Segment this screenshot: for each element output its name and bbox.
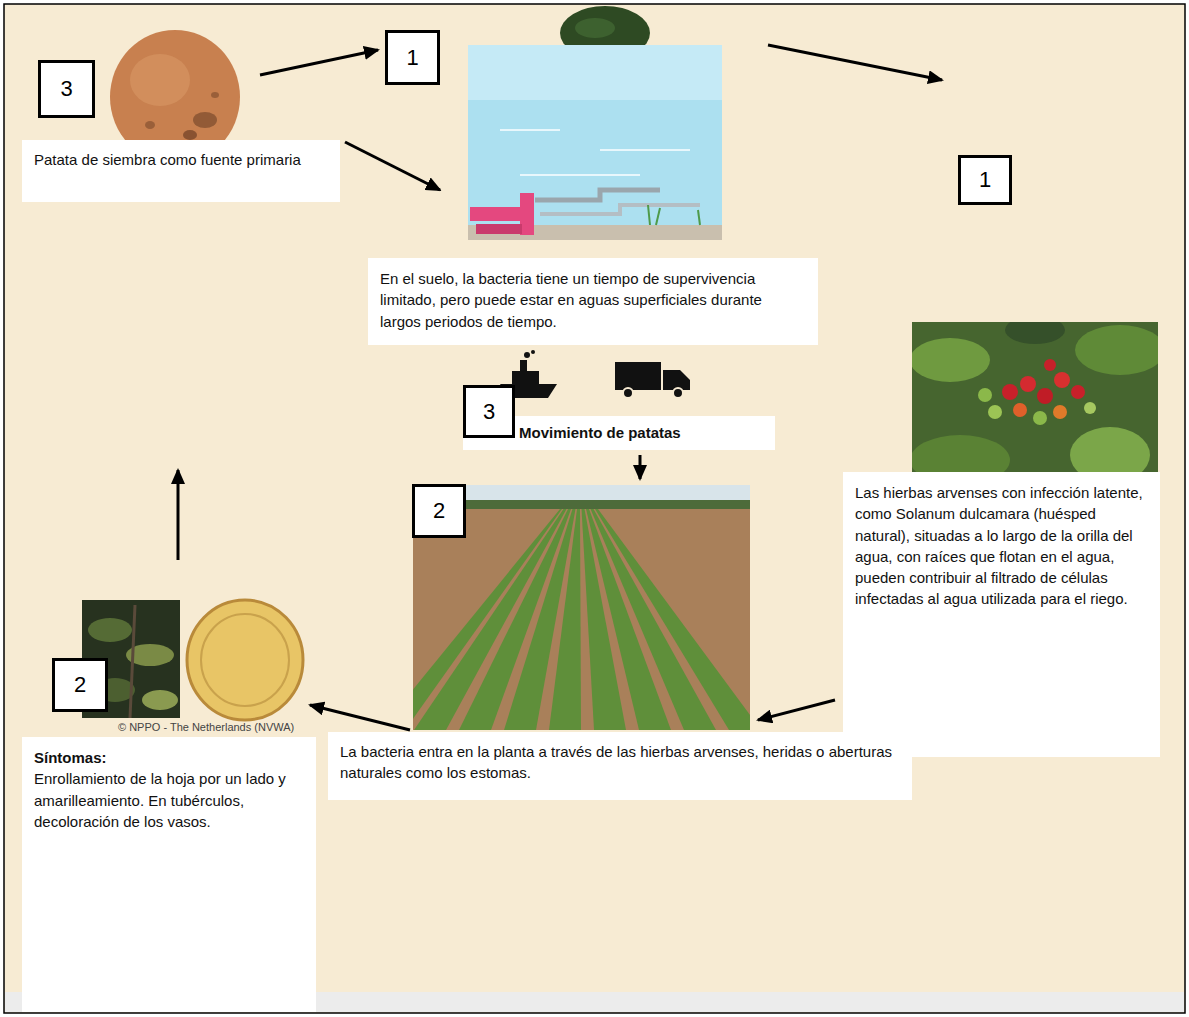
- flow-arrow: [260, 50, 378, 75]
- flow-arrow: [639, 455, 642, 479]
- water-picture: [468, 6, 722, 240]
- weed-berries-picture-part: [1084, 402, 1096, 414]
- symptom-pictures-part-part: [130, 605, 135, 718]
- callout-number: 3: [463, 385, 515, 438]
- water-picture-part: [476, 224, 522, 234]
- box-text: Las hierbas arvenses con infección laten…: [855, 482, 1148, 610]
- potato-field-picture-part: [413, 509, 562, 730]
- water-picture-part: [698, 210, 700, 225]
- weed-berries-picture-part: [912, 338, 990, 382]
- callout-number: 2: [52, 658, 108, 712]
- water-picture-part: [575, 18, 615, 38]
- source-box: Patata de siembra como fuente primaria: [22, 140, 340, 202]
- potato-field-picture: [413, 485, 750, 730]
- transport-icons-part: [663, 370, 690, 390]
- seed-potato-picture-part: [211, 92, 219, 98]
- water-picture-part: [468, 225, 722, 240]
- flow-arrow: [177, 470, 180, 560]
- water-picture-part: [468, 45, 722, 240]
- weed-berries-picture-part: [1033, 411, 1047, 425]
- weed-berries-picture-part: [1054, 372, 1070, 388]
- symptom-pictures-part-part: [88, 618, 132, 642]
- symptom-pictures-part: [201, 614, 289, 706]
- transport-icons-part: [673, 388, 683, 398]
- transport-icons-part: [615, 362, 661, 390]
- flow-arrow: [758, 700, 835, 720]
- symptom-box: Síntomas:Enrollamiento de la hoja por un…: [22, 737, 316, 1012]
- symptom-pictures-part: [187, 600, 303, 720]
- seed-potato-picture-part: [130, 54, 190, 106]
- credit-note: © NPPO - The Netherlands (NVWA): [118, 721, 294, 734]
- transport-icons-part: [524, 352, 530, 358]
- potato-field-picture-part: [549, 509, 581, 730]
- symptom-pictures-part: [82, 600, 305, 720]
- weed-berries-picture-part: [1044, 359, 1056, 371]
- weed-berries-picture: [912, 322, 1158, 488]
- callout-number: 1: [958, 155, 1012, 205]
- water-picture-part: [520, 174, 640, 176]
- box-text: Enrollamiento de la hoja por un lado y a…: [34, 768, 304, 832]
- water-picture-part: [535, 190, 660, 200]
- flow-arrow: [345, 142, 440, 190]
- box-text: Patata de siembra como fuente primaria: [34, 149, 328, 170]
- transport-icons: [500, 350, 690, 398]
- water-picture-part: [600, 149, 690, 151]
- weed-berries-picture-part: [978, 388, 992, 402]
- stage-box: En el suelo, la bacteria tiene un tiempo…: [368, 258, 818, 345]
- water-picture-part: [520, 193, 534, 235]
- weed-berries-picture-part: [1053, 405, 1067, 419]
- transport-icons-part: [531, 350, 535, 354]
- stage-box: Las hierbas arvenses con infección laten…: [843, 472, 1160, 757]
- weed-berries-picture-part: [1002, 384, 1018, 400]
- weed-berries-picture-part: [1071, 385, 1085, 399]
- seed-potato-picture-part: [145, 121, 155, 129]
- water-picture-part: [540, 205, 700, 214]
- callout-number: 2: [412, 484, 466, 538]
- seed-potato-picture-part: [193, 112, 217, 128]
- transport-icons-part: [500, 356, 690, 398]
- weed-berries-picture-part: [1005, 322, 1065, 344]
- seed-potato-picture-part: [183, 130, 197, 140]
- flow-arrow: [310, 705, 410, 730]
- stage-box: La bacteria entra en la planta a través …: [328, 732, 912, 800]
- callout-number: 3: [38, 60, 95, 118]
- potato-field-picture-part: [586, 509, 671, 730]
- potato-field-picture-part: [595, 509, 750, 730]
- frame: [4, 4, 1185, 1013]
- weed-berries-picture-part: [1037, 388, 1053, 404]
- box-heading: Síntomas:: [34, 747, 304, 768]
- water-picture-part: [656, 208, 660, 225]
- transport-icons-part: [512, 371, 539, 384]
- weed-berries-picture-part: [988, 405, 1002, 419]
- box-text: Movimiento de patatas: [519, 422, 765, 443]
- transport-icons-part: [623, 388, 633, 398]
- symptom-pictures: [82, 600, 305, 720]
- water-picture-part: [468, 100, 722, 225]
- potato-field-picture-part: [413, 485, 750, 730]
- water-picture-part: [648, 205, 650, 225]
- flow-arrow: [768, 45, 942, 80]
- weed-berries-picture-part: [1020, 376, 1036, 392]
- potato-field-picture-part: [591, 509, 717, 730]
- symptom-pictures-part-part: [142, 690, 178, 710]
- box-text: En el suelo, la bacteria tiene un tiempo…: [380, 268, 806, 332]
- water-picture-part: [500, 129, 560, 131]
- transport-icons-part: [520, 360, 527, 371]
- callout-number: 1: [385, 30, 440, 85]
- weed-berries-picture-part: [1075, 325, 1158, 375]
- weed-berries-picture-part: [1013, 403, 1027, 417]
- box-text: La bacteria entra en la planta a través …: [340, 741, 900, 784]
